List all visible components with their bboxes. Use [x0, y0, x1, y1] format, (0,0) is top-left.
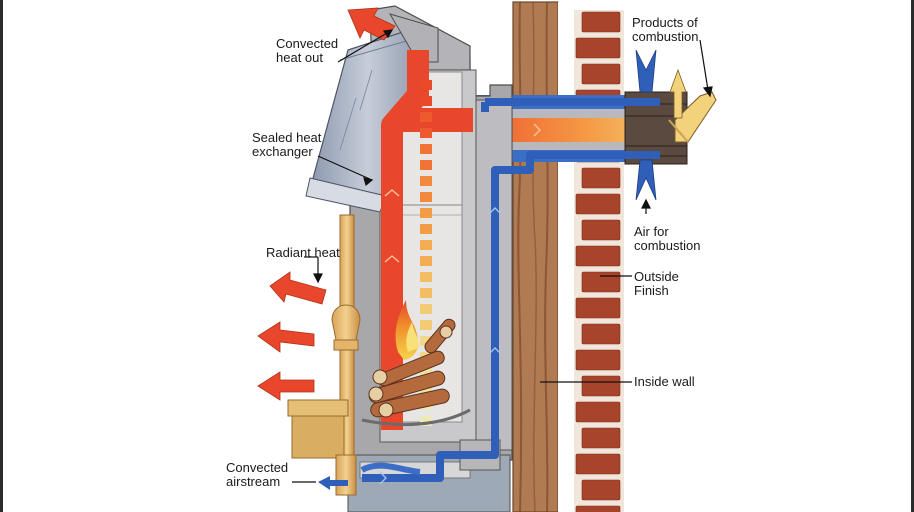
label-line: Inside wall — [634, 374, 695, 389]
hot-strip-segment — [420, 240, 432, 250]
label-line: Sealed heat — [252, 130, 322, 145]
brick — [575, 37, 621, 59]
label-line: combustion — [634, 238, 701, 253]
hot-strip-segment — [420, 288, 432, 298]
label-products-of-combustion: Products of combustion — [632, 16, 698, 44]
callout-lines — [292, 29, 713, 483]
label-radiant-heat: Radiant heat — [266, 246, 340, 260]
brick — [575, 401, 621, 423]
hot-strip-segment — [420, 256, 432, 266]
brick — [581, 271, 621, 293]
brick — [575, 297, 621, 319]
hot-flue-path — [381, 50, 541, 430]
brick — [581, 11, 621, 33]
hot-strip-segment — [420, 272, 432, 282]
brick — [575, 505, 621, 512]
label-line: Finish — [634, 283, 669, 298]
label-convected-heat-out: Convected heat out — [276, 37, 338, 65]
hot-strip-segment — [420, 208, 432, 218]
hot-strip-segment — [420, 320, 432, 330]
hot-strip-segment — [420, 336, 432, 346]
brick — [581, 375, 621, 397]
label-line: Radiant heat — [266, 245, 340, 260]
hot-strip-segment — [420, 192, 432, 202]
left-frame-bar — [0, 0, 3, 512]
hot-strip-segment — [420, 368, 432, 378]
label-line: combustion — [632, 29, 699, 44]
cool-air-path — [360, 98, 660, 485]
exhaust-arrow — [669, 68, 687, 119]
label-line: Convected — [226, 460, 289, 475]
label-air-for-combustion: Air for combustion — [634, 225, 700, 253]
hot-strip-segment — [420, 144, 432, 154]
hot-strip-segment — [420, 80, 432, 90]
hot-strip-segment — [420, 176, 432, 186]
hot-strip-segment — [420, 160, 432, 170]
brick — [581, 167, 621, 189]
label-convected-airstream: Convected airstream — [226, 461, 288, 489]
label-line: Air for — [634, 224, 669, 239]
brick — [581, 479, 621, 501]
brick-wall — [574, 10, 624, 512]
convected-airstream-arrow — [318, 476, 348, 490]
label-line: Convected — [276, 36, 339, 51]
label-line: heat out — [276, 50, 323, 65]
hot-strip-segment — [420, 128, 432, 138]
brick — [581, 427, 621, 449]
brick — [575, 453, 621, 475]
brick — [581, 63, 621, 85]
hot-strip-segment — [420, 96, 432, 106]
hot-strip-segment — [420, 112, 432, 122]
brick — [575, 193, 621, 215]
label-outside-finish: Outside Finish — [634, 270, 679, 298]
brick — [581, 219, 621, 241]
label-line: Products of — [632, 15, 698, 30]
hot-strip-segment — [420, 224, 432, 234]
brick — [575, 349, 621, 371]
label-line: airstream — [226, 474, 281, 489]
right-frame-bar — [911, 0, 914, 512]
brick — [575, 245, 621, 267]
hot-strip-segment — [420, 304, 432, 314]
label-line: Outside — [634, 269, 679, 284]
brick — [581, 323, 621, 345]
wood-wall — [512, 1, 574, 512]
logs-and-fire — [361, 300, 471, 427]
combustion-air-arrows — [635, 49, 657, 201]
label-sealed-heat-exchanger: Sealed heat exchanger — [252, 131, 321, 159]
label-line: exchanger — [252, 144, 313, 159]
label-inside-wall: Inside wall — [634, 375, 695, 389]
hot-strip-segment — [420, 416, 432, 426]
radiant-heat-arrows — [257, 271, 327, 401]
